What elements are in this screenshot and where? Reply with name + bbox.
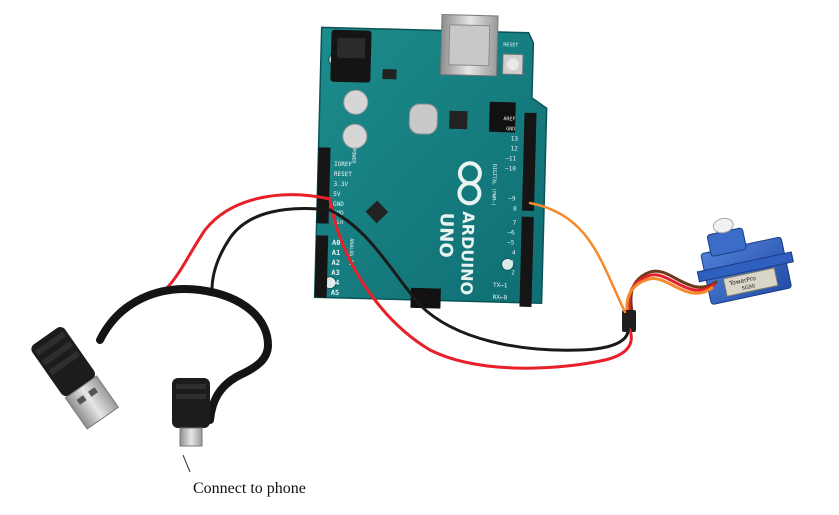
capacitor [342, 123, 368, 149]
pin-label: ~5 [507, 239, 515, 246]
pin-label: 8 [513, 205, 517, 212]
power-section-label: POWER [350, 148, 356, 164]
pin-label: A1 [332, 249, 341, 257]
pin-label: TX→1 [493, 282, 508, 289]
pin-label: A0 [332, 239, 341, 247]
analog-pin-labels: A0 A1 A2 A3 A4 A5 [331, 239, 341, 297]
pin-label: ~10 [505, 165, 516, 172]
pin-label: ~11 [505, 155, 516, 162]
pin-label: RESET [334, 171, 353, 178]
crystal-oscillator [408, 103, 438, 135]
usb-power-wire [163, 193, 332, 292]
usb-cable [96, 285, 273, 424]
arduino-logo-text: ARDUINO [457, 211, 478, 295]
arduino-logo: ARDUINO UNO [435, 161, 482, 295]
pin-label: RX←0 [493, 294, 508, 301]
pin-label: 12 [510, 145, 518, 152]
arduino-board: ARDUINO UNO IOREF RESET 3.3V 5V GND GND … [313, 14, 548, 309]
pin-label: 2 [511, 269, 515, 276]
pin-label: A5 [331, 289, 340, 297]
analog-section-label: ANALOG IN [347, 238, 354, 265]
pin-label: A4 [331, 279, 340, 287]
ground-wire [328, 208, 630, 352]
pin-label: A3 [331, 269, 340, 277]
pin-label: 5V [333, 191, 341, 198]
pin-label: 4 [512, 249, 516, 256]
pin-label: 7 [513, 219, 517, 226]
power-wire-5v [328, 197, 633, 370]
pin-label: ~9 [508, 195, 516, 202]
caption-pointer [182, 454, 191, 473]
pin-label: 3.3V [334, 181, 349, 188]
analog-header [314, 235, 329, 298]
pin-label: A2 [331, 259, 340, 267]
digital-section-label: DIGITAL (PWM~) [490, 164, 497, 206]
digital-header-top [521, 112, 537, 211]
capacitor [343, 89, 369, 115]
micro-usb-connector [172, 378, 210, 447]
pin-label: GND [506, 126, 515, 132]
pin-label: AREF [503, 116, 515, 122]
usb-ground-wire [210, 207, 332, 292]
pin-label: 13 [511, 135, 519, 142]
servo-label-line2: SG90 [741, 283, 755, 292]
caption-text: Connect to phone [193, 480, 306, 497]
signal-wire [528, 201, 627, 314]
pin-label: GND [333, 201, 344, 208]
servo-cable [625, 269, 718, 318]
servo-motor: TowerPro SG90 [696, 217, 794, 305]
jumper-wires [163, 193, 633, 370]
board-model-text: UNO [435, 212, 457, 258]
pin-label: ~3 [507, 259, 515, 266]
digital-header-bottom [519, 216, 534, 307]
pin-label: Vin [333, 219, 344, 226]
reset-label: RESET [503, 42, 518, 48]
usb-a-connector [31, 327, 120, 430]
power-header [316, 147, 331, 224]
pin-label: ~6 [507, 229, 515, 236]
servo-connector [622, 310, 636, 332]
pin-label: IOREF [334, 161, 353, 168]
digital-pin-labels: AREF GND 13 12 ~11 ~10 ~9 8 7 ~6 ~5 4 ~3… [493, 116, 519, 301]
